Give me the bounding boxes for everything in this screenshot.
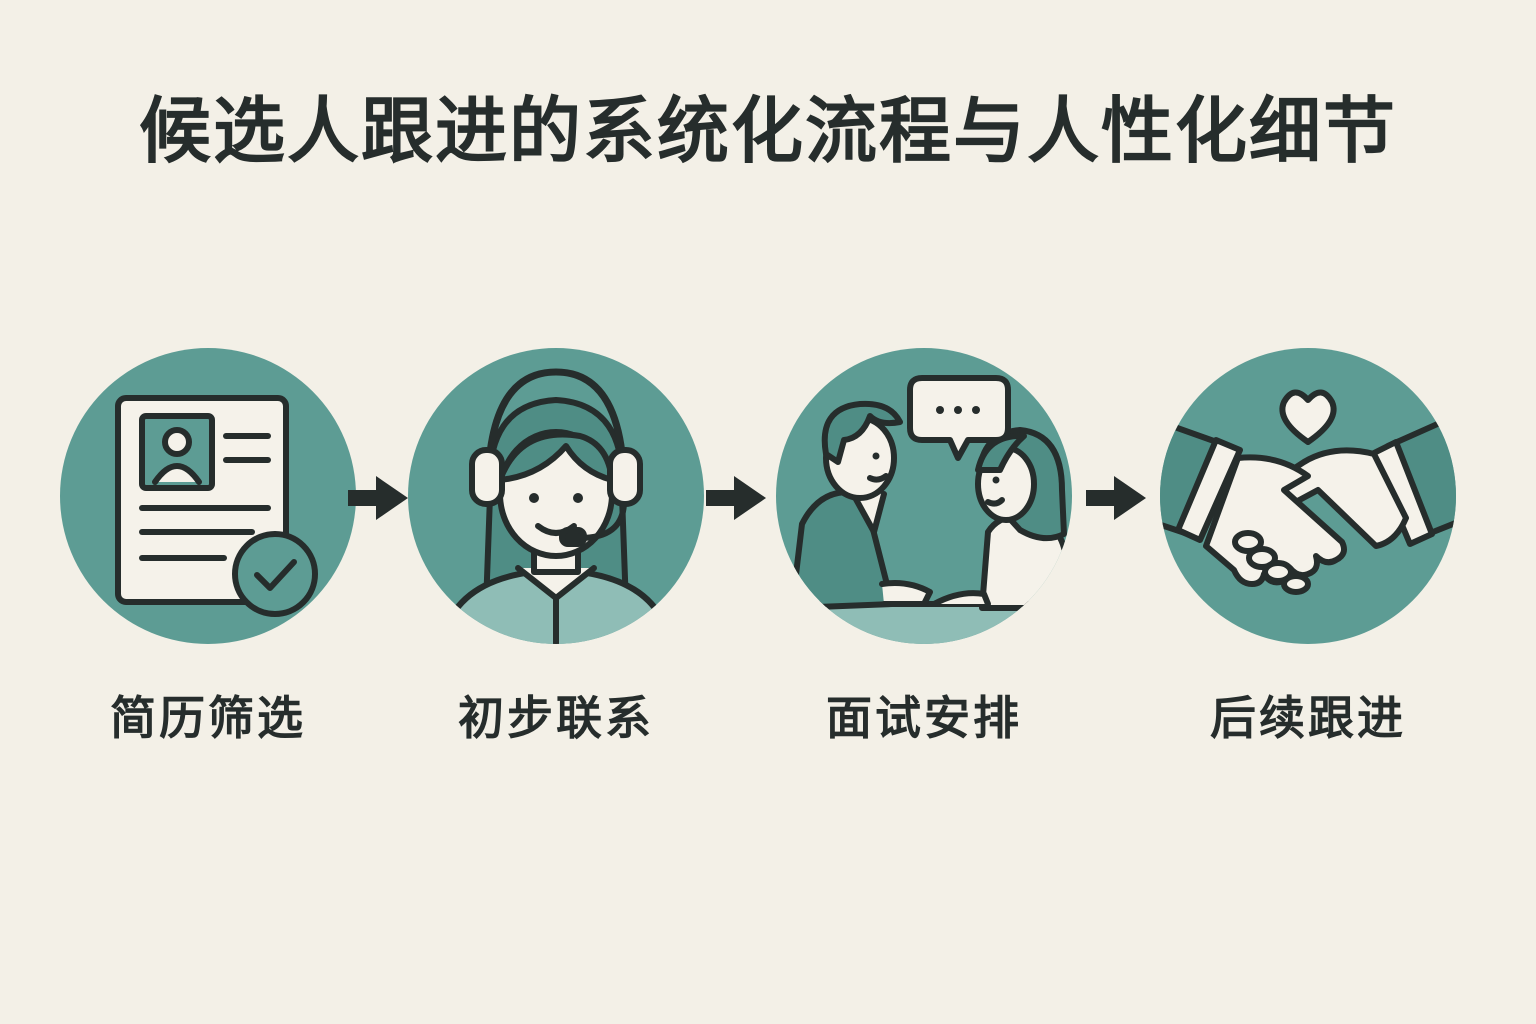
step-label-interview-arrangement: 面试安排 xyxy=(826,691,1022,745)
arrow-right-icon xyxy=(346,474,410,522)
step-interview-arrangement xyxy=(774,346,1074,646)
step-resume-screening xyxy=(58,346,358,646)
resume-check-icon xyxy=(60,348,356,644)
step-label-follow-up: 后续跟进 xyxy=(1210,691,1406,745)
arrow-right-icon xyxy=(1084,474,1148,522)
interview-conversation-icon xyxy=(776,348,1072,644)
step-label-resume-screening: 简历筛选 xyxy=(110,691,306,745)
step-follow-up xyxy=(1158,346,1458,646)
handshake-heart-icon xyxy=(1160,348,1456,644)
page-title: 候选人跟进的系统化流程与人性化细节 xyxy=(138,89,1397,173)
step-initial-contact xyxy=(406,346,706,646)
arrow-right-icon xyxy=(704,474,768,522)
step-label-initial-contact: 初步联系 xyxy=(458,691,654,745)
headset-agent-icon xyxy=(408,348,704,644)
